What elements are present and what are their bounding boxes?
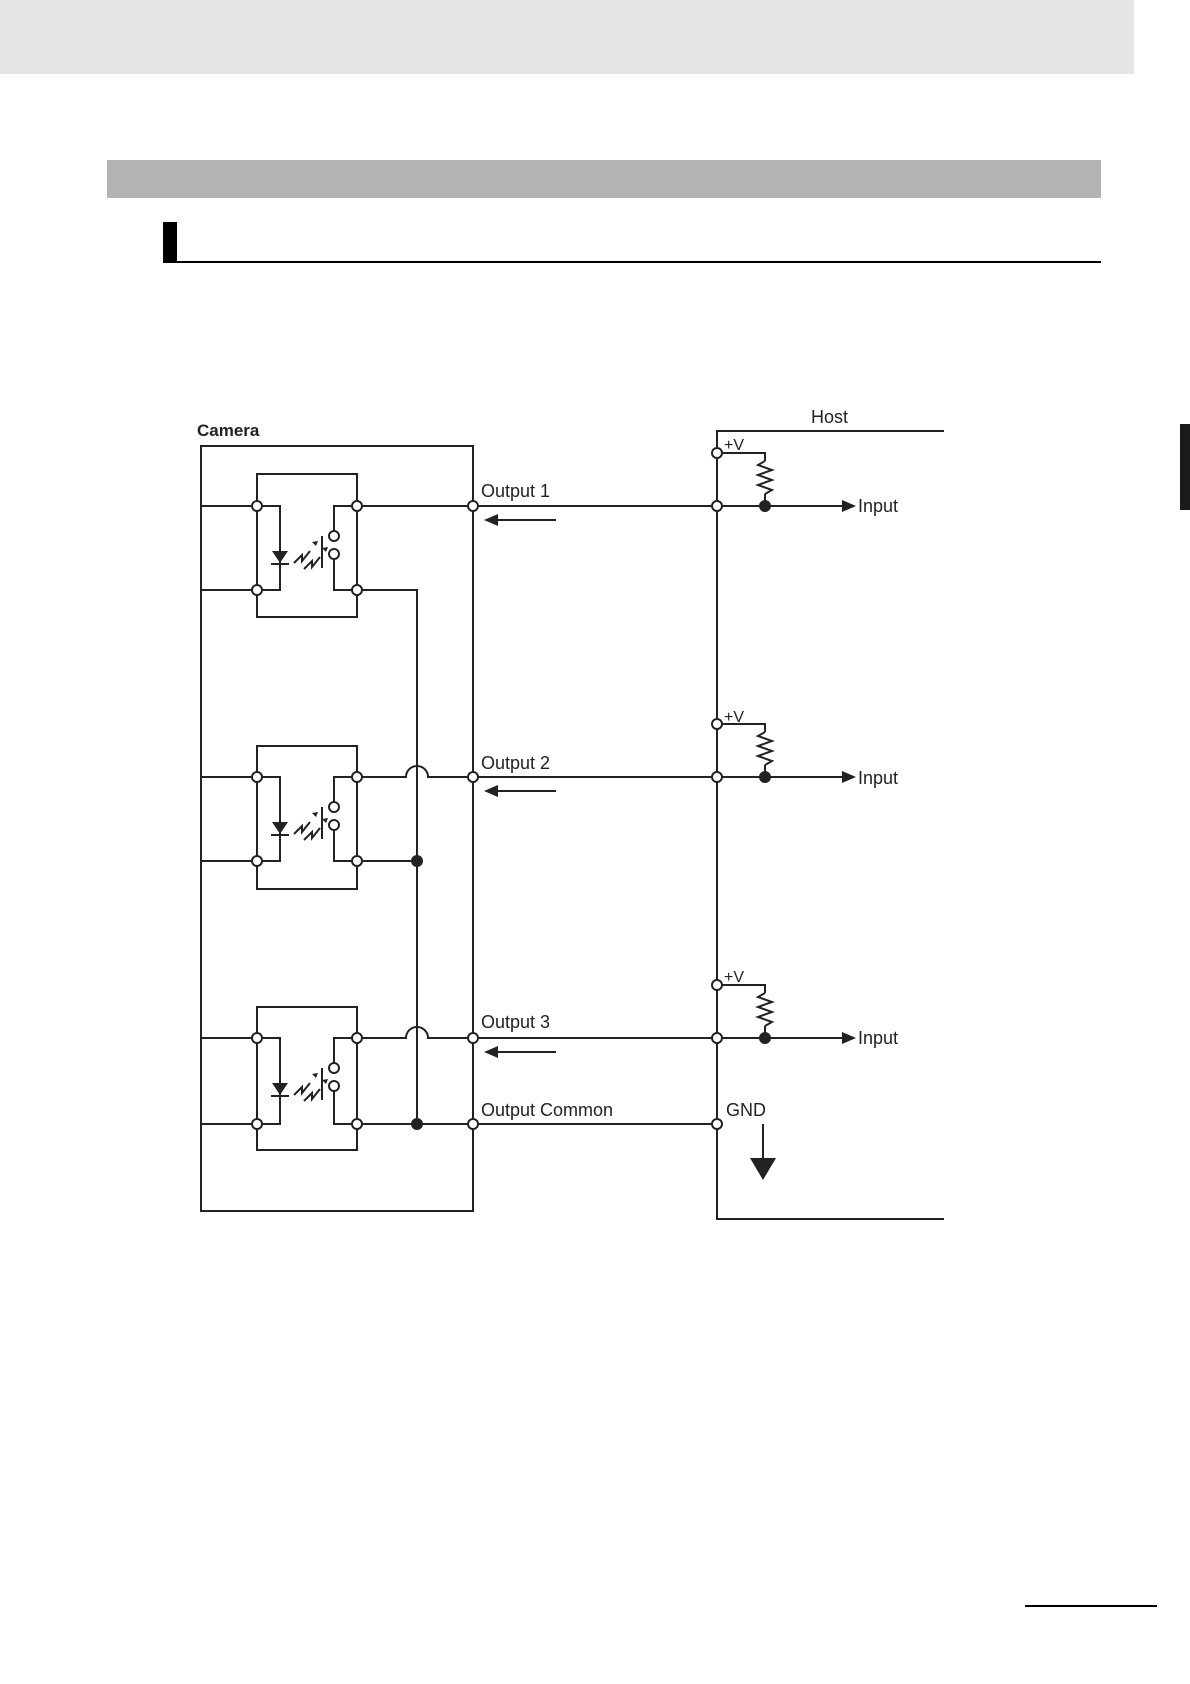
switch-1-contact-b bbox=[329, 549, 339, 559]
pullup-3-lead-top bbox=[717, 985, 765, 993]
coupler-3-term-1 bbox=[252, 1033, 262, 1043]
pullup-3-resistor bbox=[758, 993, 772, 1026]
input-1-junction bbox=[759, 500, 771, 512]
coupler-3-term-3 bbox=[352, 1033, 362, 1043]
common-junction-3 bbox=[411, 1118, 423, 1130]
coupler-1-term-3 bbox=[352, 501, 362, 511]
output-3-current-head bbox=[484, 1046, 498, 1058]
input-2-arrow-head bbox=[842, 771, 856, 783]
host-gnd-terminal bbox=[712, 1119, 722, 1129]
switch-3-contact-a bbox=[329, 1063, 339, 1073]
output-3-terminal bbox=[468, 1033, 478, 1043]
coupler-2-term-2 bbox=[252, 856, 262, 866]
output-1-current-head bbox=[484, 514, 498, 526]
coupler-3-box bbox=[257, 1007, 357, 1150]
switch-2-contact-a bbox=[329, 802, 339, 812]
input-1-label: Input bbox=[858, 496, 898, 516]
input-2-junction bbox=[759, 771, 771, 783]
switch-1-contact-a bbox=[329, 531, 339, 541]
output-1-terminal bbox=[468, 501, 478, 511]
supply-3-terminal bbox=[712, 980, 722, 990]
led-2-icon bbox=[272, 822, 288, 834]
switch-2-contact-b bbox=[329, 820, 339, 830]
common-return-bus bbox=[357, 590, 417, 1124]
supply-2-label: +V bbox=[724, 709, 744, 726]
coupler-1-led-loop bbox=[257, 506, 280, 590]
supply-2-terminal bbox=[712, 719, 722, 729]
output-2-current-head bbox=[484, 785, 498, 797]
light-1-head-a bbox=[312, 541, 318, 546]
output-2-terminal bbox=[468, 772, 478, 782]
light-3-arrow-a bbox=[294, 1083, 310, 1095]
output-common-terminal bbox=[468, 1119, 478, 1129]
coupler-1-term-4 bbox=[352, 585, 362, 595]
pullup-1-resistor bbox=[758, 461, 772, 494]
switch-3-contact-b bbox=[329, 1081, 339, 1091]
common-junction-2 bbox=[411, 855, 423, 867]
coupler-2-led-loop bbox=[257, 777, 280, 861]
host-input-3-terminal bbox=[712, 1033, 722, 1043]
pullup-1-lead-top bbox=[717, 453, 765, 461]
coupler-3-term-4 bbox=[352, 1119, 362, 1129]
input-2-label: Input bbox=[858, 768, 898, 788]
coupler-2-term-3 bbox=[352, 772, 362, 782]
pullup-2-resistor bbox=[758, 732, 772, 765]
coupler-3-led-loop bbox=[257, 1038, 280, 1124]
coupler-1-box bbox=[257, 474, 357, 617]
input-1-arrow-head bbox=[842, 500, 856, 512]
led-3-icon bbox=[272, 1083, 288, 1095]
camera-label: Camera bbox=[197, 421, 260, 440]
coupler-2-term-1 bbox=[252, 772, 262, 782]
coupler-3-term-2 bbox=[252, 1119, 262, 1129]
coupler-2-term-4 bbox=[352, 856, 362, 866]
input-3-junction bbox=[759, 1032, 771, 1044]
host-label: Host bbox=[811, 407, 848, 427]
supply-3-label: +V bbox=[724, 969, 744, 986]
coupler-1-term-1 bbox=[252, 501, 262, 511]
light-1-arrow-a bbox=[294, 551, 310, 563]
ground-icon bbox=[750, 1158, 776, 1180]
light-2-arrow-a bbox=[294, 822, 310, 834]
output-1-label: Output 1 bbox=[481, 481, 550, 501]
host-input-1-terminal bbox=[712, 501, 722, 511]
coupler-2-box bbox=[257, 746, 357, 889]
supply-1-terminal bbox=[712, 448, 722, 458]
input-3-label: Input bbox=[858, 1028, 898, 1048]
led-1-icon bbox=[272, 551, 288, 563]
light-2-arrow-b bbox=[304, 828, 320, 840]
supply-1-label: +V bbox=[724, 437, 744, 454]
light-3-head-a bbox=[312, 1073, 318, 1078]
light-1-arrow-b bbox=[304, 557, 320, 569]
output-common-label: Output Common bbox=[481, 1100, 613, 1120]
output-3-label: Output 3 bbox=[481, 1012, 550, 1032]
light-3-arrow-b bbox=[304, 1089, 320, 1101]
coupler-1-term-2 bbox=[252, 585, 262, 595]
switch-3-lower-lead bbox=[334, 1091, 357, 1124]
ground-label: GND bbox=[726, 1100, 766, 1120]
output-2-label: Output 2 bbox=[481, 753, 550, 773]
host-input-2-terminal bbox=[712, 772, 722, 782]
input-3-arrow-head bbox=[842, 1032, 856, 1044]
light-2-head-a bbox=[312, 812, 318, 817]
